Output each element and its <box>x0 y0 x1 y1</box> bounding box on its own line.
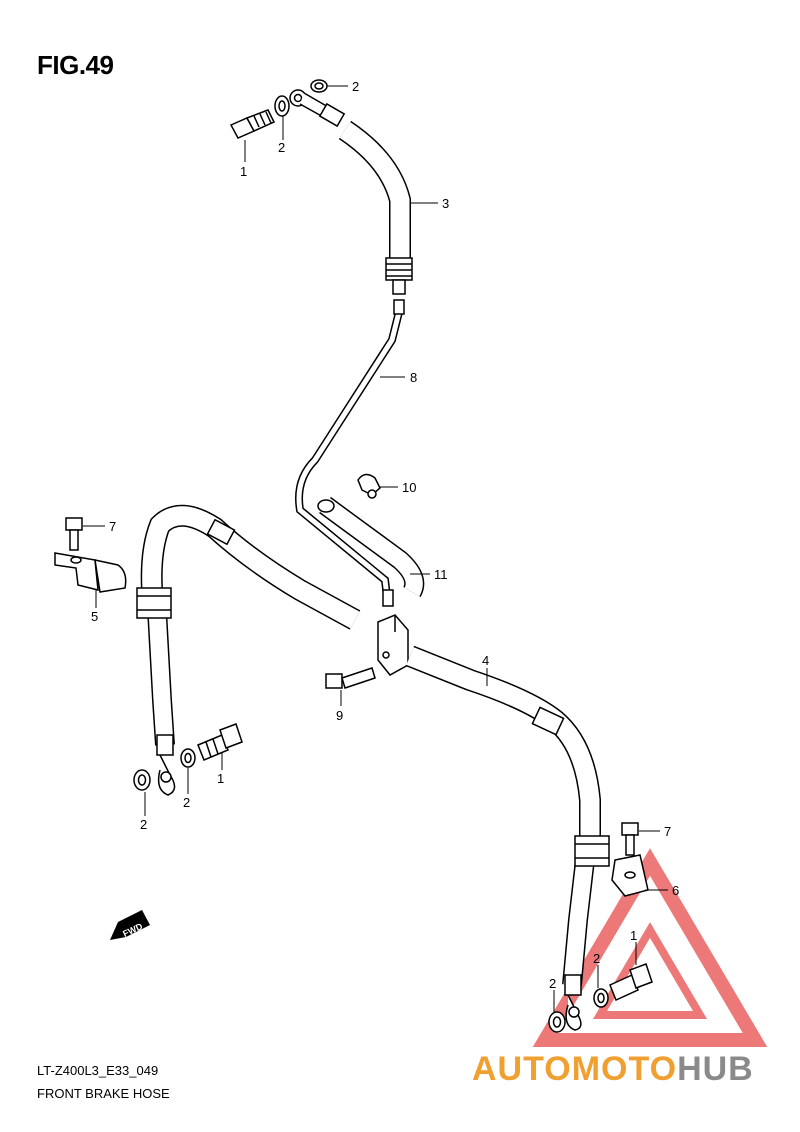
washer-right-inner <box>593 988 609 1008</box>
brake-pipe <box>295 299 405 607</box>
callout-9: 9 <box>336 708 343 723</box>
watermark-text-automoto: AUTOMOTO <box>472 1050 677 1088</box>
svg-text:AUTOMOTOHUB: AUTOMOTOHUB <box>472 1050 754 1088</box>
callout-1: 1 <box>217 771 224 786</box>
callout-2: 2 <box>549 976 556 991</box>
hose-bracket-left <box>54 552 127 593</box>
union-bolt-top <box>229 109 276 139</box>
three-way-joint <box>377 614 409 676</box>
left-brake-hose <box>136 504 361 796</box>
callout-3: 3 <box>442 196 449 211</box>
callout-8: 8 <box>410 370 417 385</box>
callout-11: 11 <box>434 567 448 582</box>
bracket-bolt-left <box>65 517 83 551</box>
callout-1: 1 <box>630 928 637 943</box>
callout-labels: 1 2 2 3 8 10 7 5 11 4 9 1 2 2 7 6 1 2 2 <box>91 79 679 991</box>
bracket-bolt-right <box>621 822 639 856</box>
callout-10: 10 <box>402 480 416 495</box>
callout-2: 2 <box>140 817 147 832</box>
union-bolt-left <box>197 723 243 761</box>
washer-left-inner <box>180 748 196 768</box>
watermark-text-hub: HUB <box>677 1050 754 1088</box>
callout-2: 2 <box>593 951 600 966</box>
callout-2: 2 <box>278 140 285 155</box>
callout-2: 2 <box>183 795 190 810</box>
joint-bolt <box>325 667 376 689</box>
washer-top-left <box>274 95 290 117</box>
right-brake-hose <box>405 645 610 1031</box>
leader-lines <box>83 85 668 1012</box>
callout-7: 7 <box>664 824 671 839</box>
figure-name: FRONT BRAKE HOSE <box>37 1086 170 1101</box>
forward-direction-arrow: FWD <box>110 910 150 940</box>
figure-code: LT-Z400L3_E33_049 <box>37 1063 159 1078</box>
watermark-text: AUTOMOTOHUB <box>472 1050 754 1088</box>
union-bolt-right <box>609 963 653 1002</box>
figure-title: FIG.49 <box>37 50 114 80</box>
washer-top-right <box>310 79 328 93</box>
callout-2: 2 <box>352 79 359 94</box>
callout-7: 7 <box>109 519 116 534</box>
washer-left-outer <box>133 769 151 791</box>
callout-1: 1 <box>240 164 247 179</box>
hose-bracket-right <box>611 854 649 897</box>
upper-brake-hose <box>289 89 413 295</box>
callout-4: 4 <box>482 653 489 668</box>
watermark-logo <box>532 848 768 1047</box>
clamp <box>357 473 381 499</box>
grommet-hose <box>317 496 425 597</box>
callout-6: 6 <box>672 883 679 898</box>
callout-5: 5 <box>91 609 98 624</box>
washer-right-outer <box>548 1011 566 1033</box>
